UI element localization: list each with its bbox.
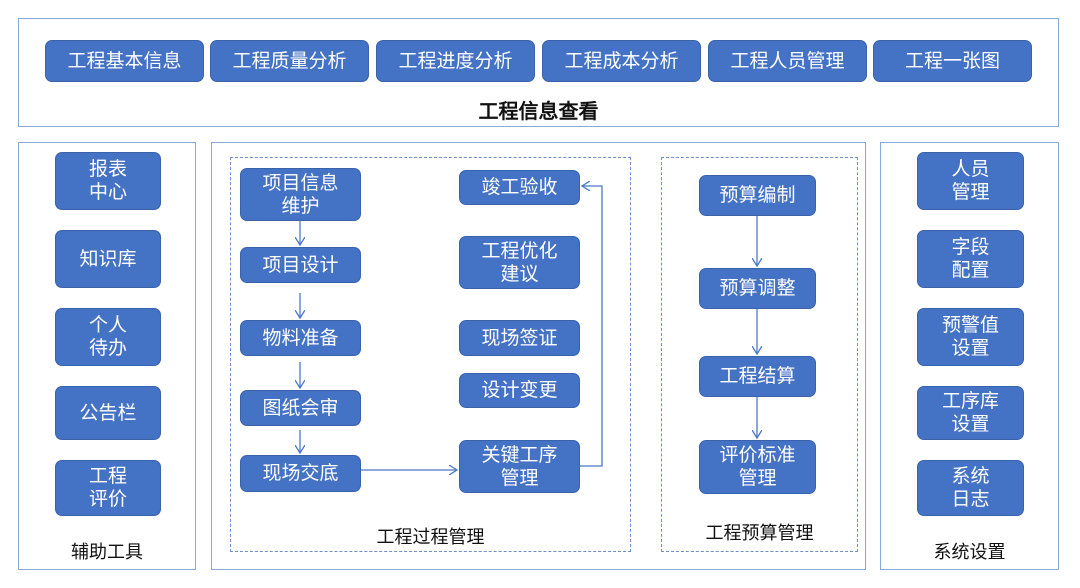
btn-personnel[interactable]: 人员 管理 (917, 152, 1024, 210)
btn-completion-acceptance[interactable]: 竣工验收 (459, 170, 580, 205)
btn-engineering-basic-info[interactable]: 工程基本信息 (45, 40, 204, 82)
btn-field-config[interactable]: 字段 配置 (917, 230, 1024, 288)
btn-bulletin-board[interactable]: 公告栏 (55, 386, 161, 440)
btn-cost-analysis[interactable]: 工程成本分析 (542, 40, 701, 82)
btn-material-preparation[interactable]: 物料准备 (240, 320, 361, 356)
btn-settlement[interactable]: 工程结算 (699, 356, 816, 397)
process-management-title: 工程过程管理 (376, 527, 485, 548)
btn-evaluation-standard[interactable]: 评价标准 管理 (699, 440, 816, 494)
btn-design-change[interactable]: 设计变更 (459, 373, 580, 408)
budget-management-group (661, 157, 858, 552)
btn-personal-todo[interactable]: 个人 待办 (55, 308, 161, 366)
btn-progress-analysis[interactable]: 工程进度分析 (376, 40, 535, 82)
btn-budget-preparation[interactable]: 预算编制 (699, 175, 816, 216)
btn-budget-adjustment[interactable]: 预算调整 (699, 268, 816, 309)
btn-project-design[interactable]: 项目设计 (240, 247, 361, 283)
btn-key-process-management[interactable]: 关键工序 管理 (459, 440, 580, 493)
process-management-group (230, 157, 631, 552)
btn-report-center[interactable]: 报表 中心 (55, 152, 161, 210)
btn-project-map[interactable]: 工程一张图 (873, 40, 1032, 82)
btn-site-visa[interactable]: 现场签证 (459, 320, 580, 356)
btn-engineering-evaluation[interactable]: 工程 评价 (55, 460, 161, 516)
btn-knowledge-base[interactable]: 知识库 (55, 230, 161, 288)
btn-site-handover[interactable]: 现场交底 (240, 455, 361, 492)
system-settings-title: 系统设置 (933, 542, 1006, 563)
btn-quality-analysis[interactable]: 工程质量分析 (210, 40, 369, 82)
budget-management-title: 工程预算管理 (705, 523, 814, 544)
btn-personnel-management[interactable]: 工程人员管理 (708, 40, 867, 82)
btn-system-log[interactable]: 系统 日志 (917, 460, 1024, 516)
btn-project-info-maintenance[interactable]: 项目信息 维护 (240, 168, 361, 221)
btn-alert-threshold[interactable]: 预警值 设置 (917, 308, 1024, 366)
btn-optimization-suggestion[interactable]: 工程优化 建议 (459, 236, 580, 289)
btn-drawing-review[interactable]: 图纸会审 (240, 390, 361, 426)
btn-process-library[interactable]: 工序库 设置 (917, 386, 1024, 440)
engineering-info-title: 工程信息查看 (478, 99, 599, 123)
aux-tools-title: 辅助工具 (71, 542, 143, 563)
